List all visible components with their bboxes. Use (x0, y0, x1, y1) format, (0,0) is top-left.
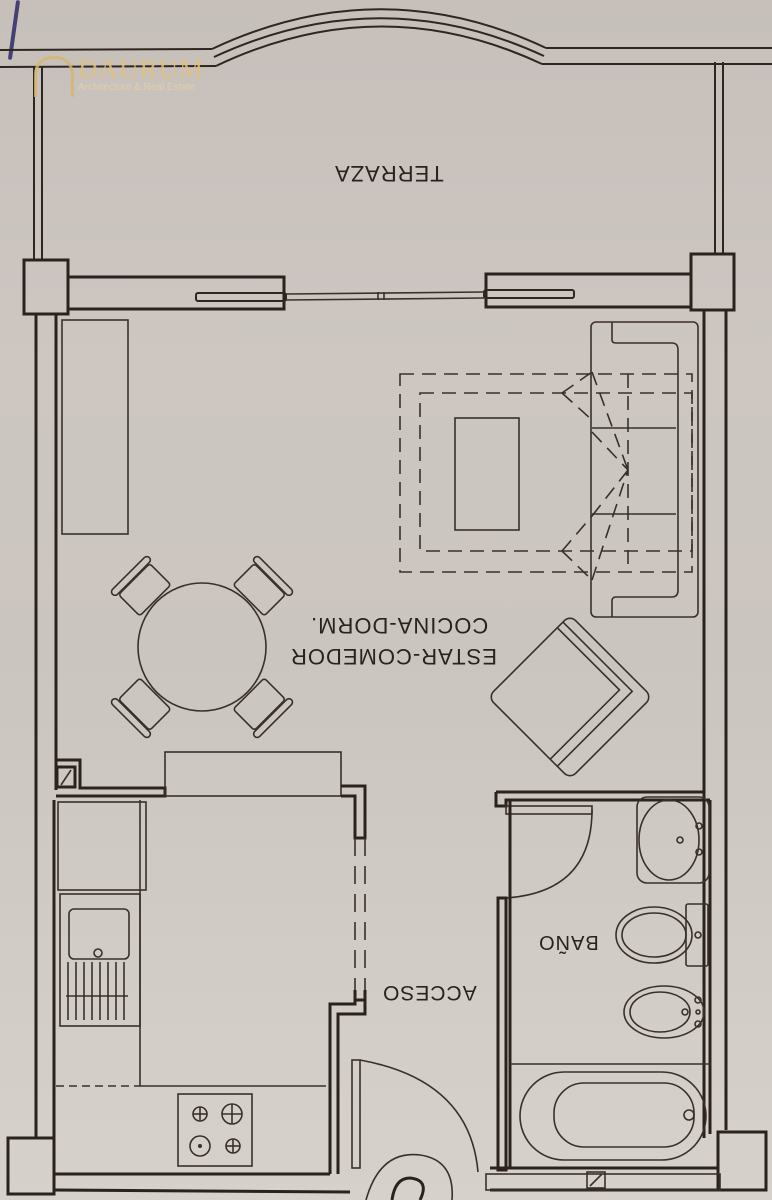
column-right (689, 252, 736, 312)
entrance-door (351, 1059, 479, 1200)
room-label-terraza: TERRAZA (334, 161, 444, 186)
dining-table (110, 555, 294, 739)
logo-arch-icon (34, 56, 74, 97)
burners (189, 1103, 243, 1157)
sofa (590, 321, 699, 618)
room-label-cocina-dorm: COCINA-DORM. (310, 613, 489, 638)
room-label-acceso: ACCESO (382, 981, 477, 1004)
wardrobe (61, 319, 129, 535)
terrace-railing (0, 8, 772, 260)
logo-tagline: Architecture & Real Estate (78, 82, 196, 93)
cooktop (177, 1093, 253, 1167)
kitchen (52, 751, 367, 1174)
bathroom (485, 790, 721, 1191)
sliding-door (66, 272, 693, 311)
logo-name: DAURUM (78, 54, 205, 84)
exterior-walls (6, 310, 768, 1196)
rug (399, 371, 693, 581)
watermark-logo: DAURUM Architecture & Real Estate (34, 56, 204, 97)
armchair (490, 617, 650, 777)
coffee-table (454, 417, 520, 531)
column-left (22, 258, 70, 316)
room-label-estar-comedor: ESTAR-COMEDOR (290, 644, 497, 669)
room-label-bano: BAÑO (538, 931, 599, 953)
